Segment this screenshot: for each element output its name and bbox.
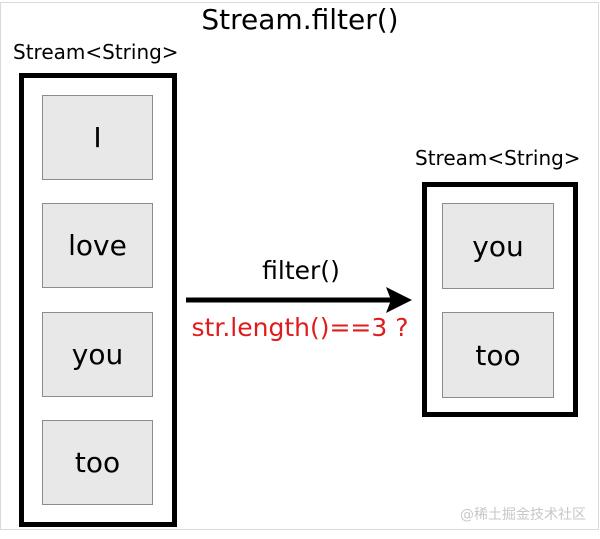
result-stream-item: you bbox=[442, 203, 554, 289]
diagram-title: Stream.filter() bbox=[201, 3, 399, 36]
source-stream-label: Stream<String> bbox=[13, 40, 179, 64]
result-stream-label: Stream<String> bbox=[415, 146, 581, 170]
watermark: @稀土掘金技术社区 bbox=[460, 507, 586, 523]
filter-operation-label: filter() bbox=[262, 256, 340, 285]
result-stream-item: too bbox=[442, 312, 554, 398]
source-stream-item: you bbox=[42, 312, 153, 397]
filter-predicate-label: str.length()==3 ? bbox=[191, 313, 409, 342]
source-stream-item: too bbox=[42, 420, 153, 505]
source-stream-item: I bbox=[42, 95, 153, 180]
filter-arrow-icon bbox=[186, 287, 412, 313]
source-stream-box: I love you too bbox=[19, 73, 177, 527]
source-stream-item: love bbox=[42, 203, 153, 288]
result-stream-box: you too bbox=[422, 182, 578, 417]
